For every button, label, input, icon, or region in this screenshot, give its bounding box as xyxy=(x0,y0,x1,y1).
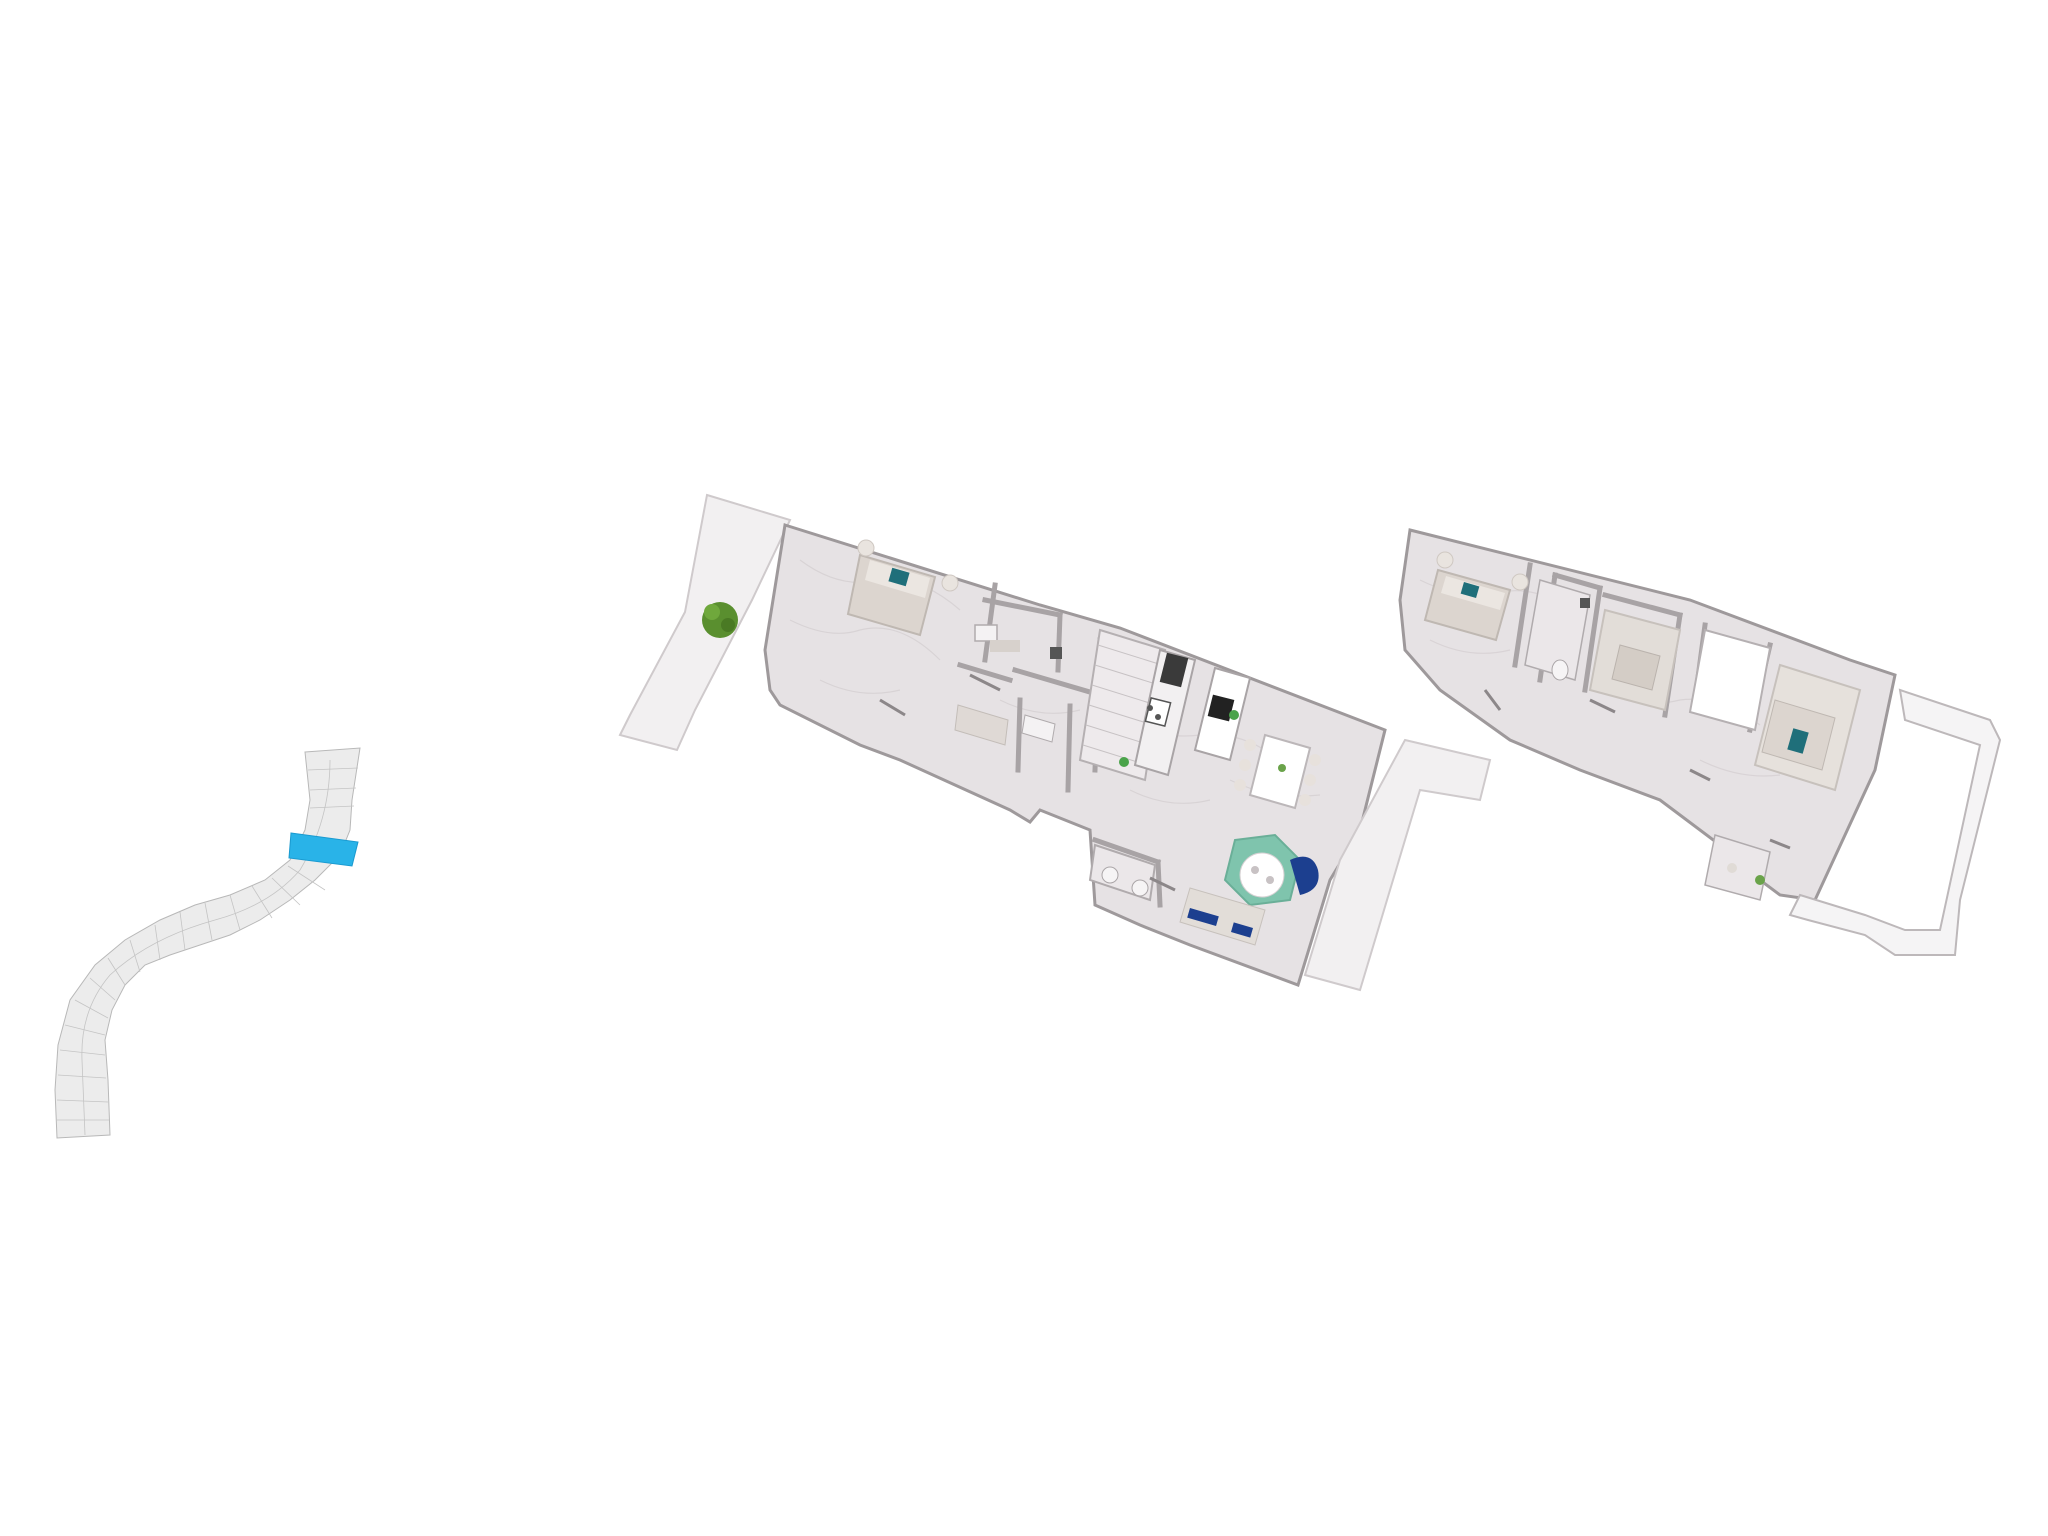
upper-laundry xyxy=(1704,834,1771,901)
lower-door-swings xyxy=(879,673,1176,892)
lower-bed xyxy=(846,539,959,637)
upper-void xyxy=(1688,628,1772,732)
site-highlighted-unit[interactable] xyxy=(288,832,359,867)
upper-bath xyxy=(1524,579,1591,681)
upper-study xyxy=(1588,608,1682,712)
upper-bed-2 xyxy=(1753,663,1862,792)
lower-kitchen xyxy=(1119,648,1252,777)
lower-living-area xyxy=(1179,833,1319,946)
lower-powder-room xyxy=(1088,843,1157,902)
upper-door-swings xyxy=(1483,689,1791,850)
lower-bath-fixtures xyxy=(954,624,1062,746)
upper-bed-1 xyxy=(1423,551,1529,642)
plant-icon xyxy=(702,602,738,638)
lower-dining-table xyxy=(1234,733,1321,810)
lower-terrace-right xyxy=(1303,738,1492,992)
upper-terrace xyxy=(1788,688,2002,956)
